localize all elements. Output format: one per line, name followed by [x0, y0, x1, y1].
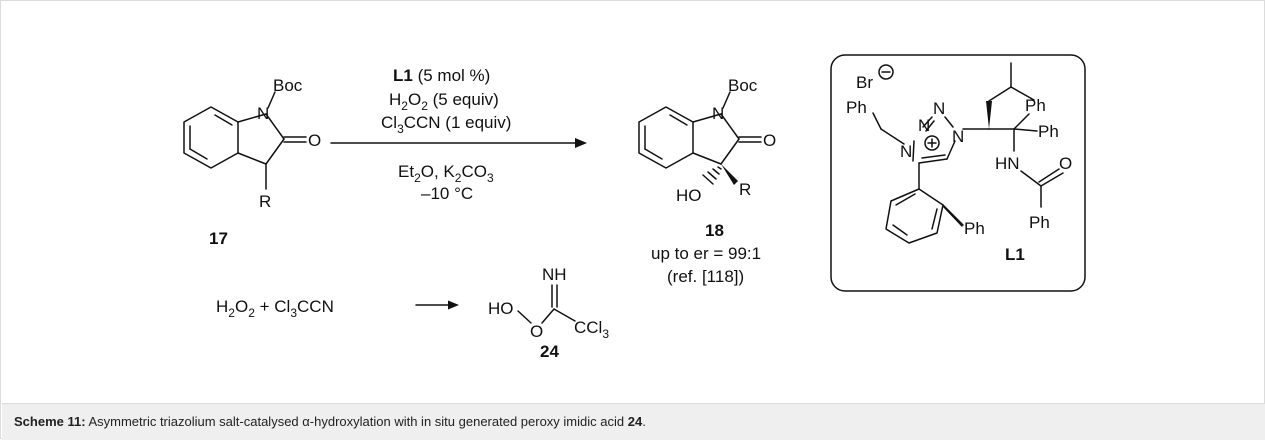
- atom-o: O: [763, 131, 776, 150]
- substrate-17-structure: [183, 91, 307, 190]
- caption-text: Asymmetric triazolium salt-catalysed α-h…: [85, 414, 628, 429]
- atom-n: N: [952, 127, 964, 146]
- condition-solvent-base: Et2O, K2CO3: [398, 162, 494, 185]
- compound-label-18: 18: [705, 221, 724, 240]
- condition-oxidant: H2O2 (5 equiv): [389, 90, 499, 113]
- reaction-arrow-head: [575, 138, 587, 148]
- reaction-scheme: N Boc O R 17 L1 (5 mol %) H2O2 (5 equiv)…: [183, 54, 1086, 361]
- catalyst-l1-structure: [872, 62, 1064, 244]
- atom-n: N: [257, 104, 269, 123]
- atom-hn: HN: [995, 154, 1020, 173]
- caption-bar: Scheme 11: Asymmetric triazolium salt-ca…: [2, 403, 1265, 440]
- atom-o: O: [530, 322, 543, 341]
- atom-ph: Ph: [1038, 122, 1059, 141]
- product-18-structure: [638, 91, 762, 185]
- atom-boc: Boc: [728, 76, 758, 95]
- atom-ph: Ph: [846, 98, 867, 117]
- atom-ph: Ph: [1025, 96, 1046, 115]
- reference-text: (ref. [118]): [667, 267, 744, 286]
- compound-label-24: 24: [540, 342, 559, 361]
- peracid-24-structure: [517, 284, 576, 324]
- selectivity-text: up to er = 99:1: [651, 244, 761, 263]
- condition-nitrile: Cl3CCN (1 equiv): [381, 113, 511, 136]
- atom-r: R: [259, 192, 271, 211]
- atom-o: O: [308, 131, 321, 150]
- atom-ccl3: CCl3: [574, 318, 609, 341]
- atom-o: O: [1059, 154, 1072, 173]
- compound-label-l1: L1: [1005, 245, 1025, 264]
- atom-n: N: [933, 99, 945, 118]
- atom-n: N: [712, 104, 724, 123]
- atom-br: Br: [856, 73, 873, 92]
- atom-r: R: [739, 180, 751, 199]
- figure-caption: Scheme 11: Asymmetric triazolium salt-ca…: [14, 414, 646, 429]
- side-reaction-arrow-head: [448, 300, 459, 310]
- atom-ho: HO: [676, 186, 702, 205]
- caption-end: .: [642, 414, 646, 429]
- catalyst-box: [830, 54, 1086, 292]
- atom-n: N: [918, 116, 930, 135]
- anion-charge: [878, 64, 894, 80]
- caption-label: Scheme 11:: [14, 414, 86, 429]
- caption-compound: 24: [627, 414, 643, 429]
- condition-catalyst: L1 (5 mol %): [393, 66, 490, 85]
- compound-label-17: 17: [209, 229, 228, 248]
- atom-n: N: [900, 142, 912, 161]
- condition-temperature: –10 °C: [421, 184, 473, 203]
- cation-charge: [924, 135, 940, 151]
- side-reaction-reactants: H2O2 + Cl3CCN: [216, 297, 334, 320]
- atom-nh: NH: [542, 265, 567, 284]
- atom-ph: Ph: [1029, 213, 1050, 232]
- atom-boc: Boc: [273, 76, 303, 95]
- atom-ho: HO: [488, 299, 514, 318]
- atom-ph: Ph: [964, 219, 985, 238]
